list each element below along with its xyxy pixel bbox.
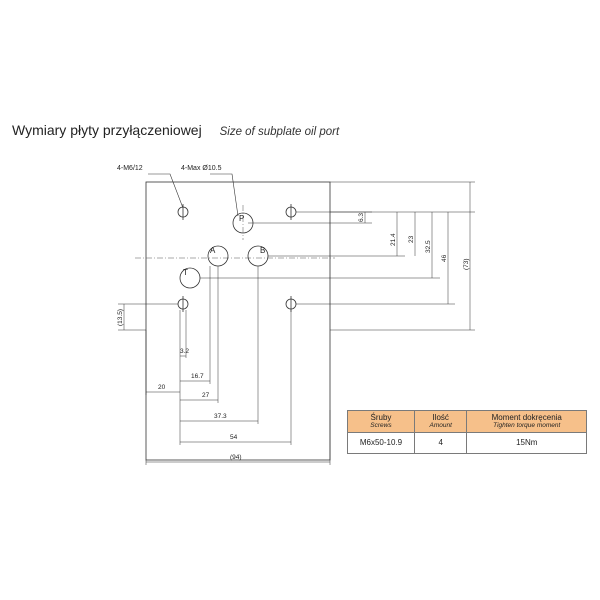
port-label-t: T bbox=[183, 268, 188, 277]
dim-32-5: 32.5 bbox=[425, 240, 432, 253]
header-torque: Moment dokręcenia Tighten torque moment bbox=[466, 410, 587, 433]
callout-leaders bbox=[148, 173, 239, 217]
dim-37-3: 37.3 bbox=[214, 413, 227, 420]
dim-3-2: 3.2 bbox=[180, 348, 189, 355]
callout-port-max: 4-Max Ø10.5 bbox=[181, 165, 222, 172]
header-torque-en: Tighten torque moment bbox=[493, 422, 561, 430]
dim-20: 20 bbox=[158, 384, 166, 391]
port-label-p: P bbox=[239, 214, 244, 223]
diagram-title: Wymiary płyty przyłączeniowej Size of su… bbox=[12, 122, 339, 138]
port-label-a: A bbox=[210, 246, 216, 255]
dim-21-4: 21.4 bbox=[390, 233, 397, 246]
port-label-b: B bbox=[260, 246, 265, 255]
dim-46: 46 bbox=[441, 254, 448, 262]
header-amount-pl: Ilość bbox=[432, 413, 449, 422]
dim-16-7: 16.7 bbox=[191, 373, 204, 380]
horizontal-dimensions bbox=[145, 266, 331, 465]
header-torque-pl: Moment dokręcenia bbox=[491, 413, 562, 422]
title-polish: Wymiary płyty przyłączeniowej bbox=[12, 122, 202, 138]
dim-73: (73) bbox=[463, 258, 470, 270]
dim-13-5: (13.5) bbox=[117, 309, 124, 326]
cell-screw: M6x50-10.9 bbox=[347, 431, 415, 454]
plate-outline bbox=[145, 181, 331, 461]
dim-54: 54 bbox=[230, 434, 238, 441]
cell-amount: 4 bbox=[413, 431, 468, 454]
header-amount: Ilość Amount bbox=[413, 410, 468, 433]
header-screws-pl: Śruby bbox=[370, 413, 392, 422]
header-screws-en: Screws bbox=[370, 422, 392, 430]
table-header-row: Śruby Screws Ilość Amount Moment dokręce… bbox=[347, 410, 587, 433]
dim-6-3: 6.3 bbox=[358, 213, 365, 222]
header-screws: Śruby Screws bbox=[347, 410, 415, 433]
header-amount-en: Amount bbox=[429, 422, 452, 430]
center-lines bbox=[135, 205, 335, 259]
title-english: Size of subplate oil port bbox=[219, 126, 340, 138]
vertical-dimensions bbox=[118, 181, 475, 331]
oil-ports bbox=[179, 212, 269, 289]
dim-23: 23 bbox=[408, 235, 415, 243]
table-row: M6x50-10.9 4 15Nm bbox=[347, 431, 587, 454]
screw-spec-table: Śruby Screws Ilość Amount Moment dokręce… bbox=[347, 410, 587, 454]
dim-27: 27 bbox=[202, 392, 210, 399]
callout-thread: 4-M6/12 bbox=[117, 165, 143, 172]
dim-94: (94) bbox=[230, 454, 242, 461]
cell-torque: 15Nm bbox=[466, 431, 587, 454]
mounting-holes bbox=[177, 204, 297, 312]
